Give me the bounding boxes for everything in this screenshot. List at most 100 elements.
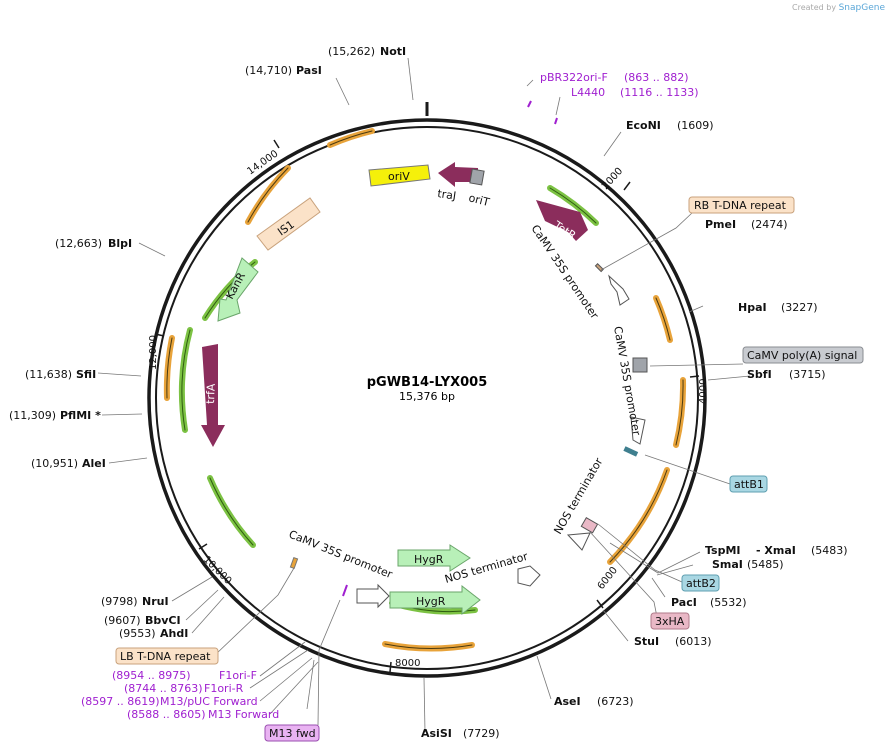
svg-text:M13/pUC Forward: M13/pUC Forward [160, 695, 258, 708]
svg-text:LB T-DNA repeat: LB T-DNA repeat [120, 650, 211, 663]
backbone [147, 102, 707, 678]
svg-text:SmaI: SmaI [712, 558, 743, 571]
hygr-feature-1: HygR [397, 544, 471, 572]
tick-label: 4000 [698, 379, 709, 404]
camv-promoter-3: CaMV 35S promoter [287, 528, 395, 609]
svg-text:AhdI: AhdI [160, 627, 188, 640]
site-PasI: (14,710) PasI [245, 64, 322, 77]
svg-text:PasI: PasI [296, 64, 322, 77]
svg-text:AsiSI: AsiSI [421, 727, 452, 740]
svg-text:EcoNI: EcoNI [626, 119, 661, 132]
svg-text:SbfI: SbfI [747, 368, 772, 381]
svg-text:BbvCI: BbvCI [145, 614, 181, 627]
site-TspMI-XmaI: TspMI - XmaI (5483) [705, 544, 848, 557]
svg-text:PflMI *: PflMI * [60, 409, 101, 422]
primer-F1ori-R: (8744 .. 8763) F1ori-R [124, 682, 244, 695]
site-PmeI: PmeI (2474) [705, 218, 788, 231]
svg-text:M13 Forward: M13 Forward [208, 708, 279, 721]
svg-text:attB2: attB2 [686, 577, 716, 590]
tick-label: 6000 [596, 565, 620, 592]
box-3xHA: 3xHA [650, 612, 690, 630]
attB1-mark [623, 446, 639, 457]
site-SbfI: SbfI (3715) [747, 368, 826, 381]
svg-text:(9798): (9798) [101, 595, 138, 608]
snapgene-credit: Created by SnapGene [792, 3, 885, 13]
svg-text:AseI: AseI [554, 695, 581, 708]
site-AsiSI: AsiSI (7729) [421, 727, 500, 740]
svg-text:(14,710): (14,710) [245, 64, 292, 77]
site-AseI: AseI (6723) [554, 695, 634, 708]
svg-text:F1ori-F: F1ori-F [219, 669, 257, 682]
svg-text:(8744 .. 8763): (8744 .. 8763) [124, 682, 203, 695]
svg-text:(15,262): (15,262) [328, 45, 375, 58]
svg-text:AleI: AleI [82, 457, 106, 470]
tick-marks [154, 139, 700, 673]
svg-text:M13 fwd: M13 fwd [269, 727, 316, 740]
tick-label: 2000 [600, 166, 625, 192]
site-BbvCI: (9607) BbvCI [104, 614, 181, 627]
site-StuI: StuI (6013) [634, 635, 712, 648]
small-marks [289, 100, 604, 597]
box-RB-T-DNA-repeat: RB T-DNA repeat [688, 196, 795, 214]
svg-text:3xHA: 3xHA [655, 615, 685, 628]
site-AleI: (10,951) AleI [31, 457, 106, 470]
svg-text:CaMV poly(A) signal: CaMV poly(A) signal [747, 349, 857, 362]
svg-text:NotI: NotI [380, 45, 406, 58]
svg-text:HpaI: HpaI [738, 301, 767, 314]
svg-text:- XmaI: - XmaI [756, 544, 796, 557]
svg-text:oriV: oriV [388, 170, 410, 183]
traJ-feature: traJ [437, 162, 478, 203]
svg-text:HygR: HygR [414, 553, 444, 566]
svg-text:oriT: oriT [467, 191, 491, 209]
site-NruI: (9798) NruI [101, 595, 169, 608]
nos-terminator-feature-1: NOS terminator [551, 455, 606, 551]
IS1-feature: IS1 [256, 197, 321, 251]
svg-text:PmeI: PmeI [705, 218, 736, 231]
svg-text:(6723): (6723) [597, 695, 634, 708]
site-NotI: (15,262) NotI [328, 45, 406, 58]
svg-text:(12,663): (12,663) [55, 237, 102, 250]
svg-text:(11,638): (11,638) [25, 368, 72, 381]
svg-text:HygR: HygR [416, 595, 446, 608]
svg-text:(11,309): (11,309) [9, 409, 56, 422]
tick-label: 8000 [395, 658, 420, 669]
svg-text:traJ: traJ [437, 187, 457, 202]
plasmid-name: pGWB14-LYX005 [367, 375, 488, 390]
svg-text:(5532): (5532) [710, 596, 747, 609]
svg-text:trfA: trfA [204, 383, 218, 404]
svg-text:(8597 .. 8619): (8597 .. 8619) [81, 695, 160, 708]
site-HpaI: HpaI (3227) [738, 301, 818, 314]
svg-text:L4440: L4440 [571, 86, 605, 99]
site-BlpI: (12,663) BlpI [55, 237, 132, 250]
svg-text:CaMV 35S promoter: CaMV 35S promoter [287, 528, 395, 582]
svg-text:(7729): (7729) [463, 727, 500, 740]
site-PacI: PacI (5532) [671, 596, 747, 609]
site-SfiI: (11,638) SfiI [25, 368, 96, 381]
svg-text:F1ori-R: F1ori-R [204, 682, 244, 695]
primer-M13-Forward: (8588 .. 8605) M13 Forward [127, 708, 279, 721]
svg-text:(1116 .. 1133): (1116 .. 1133) [620, 86, 699, 99]
svg-text:SfiI: SfiI [76, 368, 96, 381]
svg-text:(3227): (3227) [781, 301, 818, 314]
svg-text:(8954 .. 8975): (8954 .. 8975) [112, 669, 191, 682]
oriV-feature: oriV [368, 164, 431, 187]
svg-text:(9553): (9553) [119, 627, 156, 640]
svg-text:(2474): (2474) [751, 218, 788, 231]
site-PflMI: (11,309) PflMI * [9, 409, 101, 422]
primer-M13-pUC-Forward: (8597 .. 8619) M13/pUC Forward [81, 695, 258, 708]
oriT-feature: oriT [467, 168, 491, 209]
svg-text:attB1: attB1 [734, 478, 764, 491]
svg-text:(9607): (9607) [104, 614, 141, 627]
svg-text:BlpI: BlpI [108, 237, 132, 250]
site-SmaI: SmaI (5485) [712, 558, 784, 571]
svg-text:(6013): (6013) [675, 635, 712, 648]
leader-lines [97, 57, 751, 733]
camv-promoter-outline-2: CaMV 35S promoter [611, 325, 646, 445]
box-CaMV-polyA-signal: CaMV poly(A) signal [742, 346, 864, 364]
box-M13-fwd: M13 fwd [264, 724, 320, 742]
svg-text:pBR322ori-F: pBR322ori-F [540, 71, 608, 84]
svg-text:(8588 .. 8605): (8588 .. 8605) [127, 708, 206, 721]
svg-text:TspMI: TspMI [705, 544, 741, 557]
svg-text:NruI: NruI [142, 595, 169, 608]
